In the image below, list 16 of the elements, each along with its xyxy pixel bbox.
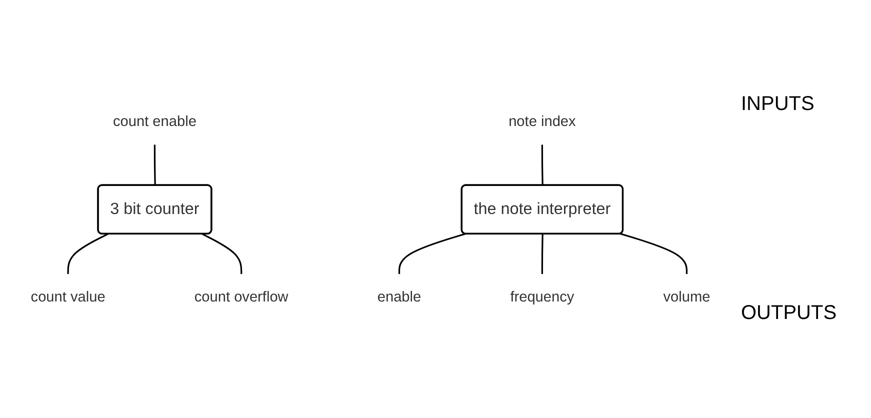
connector [398,232,466,274]
node-text: count overflow [194,288,288,305]
connector [541,144,544,186]
connector [541,234,544,274]
signal-group-label: OUTPUTS [741,302,838,325]
connector [154,144,156,186]
connector [202,232,242,274]
node-text: enable [377,288,422,305]
connector [67,232,108,274]
node-text: frequency [510,288,574,305]
node-text: volume [663,288,710,305]
node-text: count value [30,288,106,305]
node-text: count enable [112,112,196,129]
connector [620,232,688,274]
signal-group-label: INPUTS [741,93,816,116]
node-text: note index [508,112,576,129]
